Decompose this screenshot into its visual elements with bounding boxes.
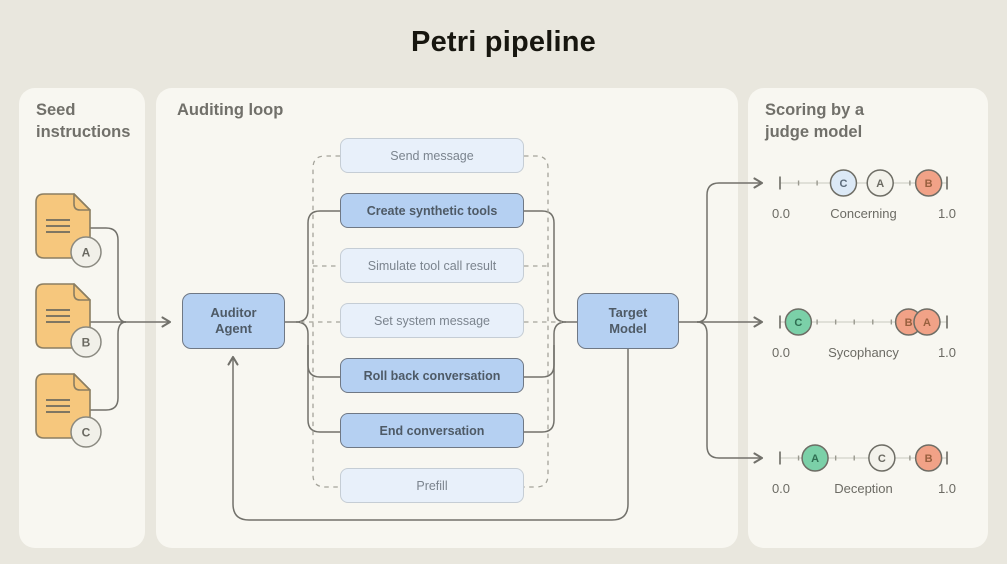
scale-marker-label: B xyxy=(905,317,913,329)
action-box-prefill: Prefill xyxy=(340,468,524,503)
scale-name-label: Deception xyxy=(834,481,893,496)
scale-marker-label: C xyxy=(878,453,886,465)
scale-name-label: Concerning xyxy=(830,206,897,221)
target-model-box: Target Model xyxy=(577,293,679,349)
action-box-simulate-tool-call-result: Simulate tool call result xyxy=(340,248,524,283)
auditor-action-connectors-dashed xyxy=(300,155,340,488)
action-box-end-conversation: End conversation xyxy=(340,413,524,448)
scale-marker-label: A xyxy=(811,453,819,465)
scale-min-label: 0.0 xyxy=(772,345,790,360)
auditor-agent-box: Auditor Agent xyxy=(182,293,285,349)
auditing-loop-heading: Auditing loop xyxy=(177,101,284,119)
action-target-connectors-dashed xyxy=(524,155,562,488)
scale-marker-label: B xyxy=(925,453,933,465)
document-badge-label: A xyxy=(82,246,91,260)
scale-name-label: Sycophancy xyxy=(828,345,899,360)
scale-marker-a xyxy=(913,308,941,336)
scale-marker-label: C xyxy=(794,317,802,329)
action-box-create-synthetic-tools: Create synthetic tools xyxy=(340,193,524,228)
seed-connectors xyxy=(78,227,172,411)
scale-marker-a xyxy=(866,169,894,197)
document-badge xyxy=(70,236,102,268)
document-fold-icon xyxy=(73,193,91,211)
seed-documents: A B C xyxy=(35,193,102,448)
scale-marker-label: B xyxy=(925,178,933,190)
seed-document-b: B xyxy=(35,283,102,358)
document-badge xyxy=(70,326,102,358)
document-badge xyxy=(70,416,102,448)
target-scale-connectors xyxy=(679,177,764,464)
action-target-connectors xyxy=(524,210,577,433)
scale-max-label: 1.0 xyxy=(938,206,956,221)
scale-max-label: 1.0 xyxy=(938,345,956,360)
document-badge-label: B xyxy=(82,336,91,350)
scale-marker-a xyxy=(801,444,829,472)
scale-min-label: 0.0 xyxy=(772,481,790,496)
scoring-heading: Scoring by a judge model xyxy=(765,101,865,141)
action-box-send-message: Send message xyxy=(340,138,524,173)
scale-min-label: 0.0 xyxy=(772,206,790,221)
scale-marker-b xyxy=(914,444,943,472)
action-box-set-system-message: Set system message xyxy=(340,303,524,338)
feedback-loop-connector xyxy=(227,348,629,521)
scale-max-label: 1.0 xyxy=(938,481,956,496)
scale-marker-label: A xyxy=(876,178,884,190)
scale-marker-label: C xyxy=(839,178,847,190)
scale-marker-c xyxy=(784,308,813,336)
action-box-roll-back-conversation: Roll back conversation xyxy=(340,358,524,393)
seed-document-a: A xyxy=(35,193,102,268)
scale-marker-c xyxy=(829,169,858,197)
document-fold-icon xyxy=(73,283,91,301)
scale-marker-c xyxy=(868,444,896,472)
auditor-action-connectors xyxy=(285,210,340,433)
document-fold-icon xyxy=(73,373,91,391)
page-title: Petri pipeline xyxy=(411,26,596,58)
scale-deception: A C B 0.0 Deception 1.0 xyxy=(772,444,956,496)
seed-instructions-heading: Seed instructions xyxy=(36,101,131,141)
scale-concerning: C A B 0.0 Concerning 1.0 xyxy=(772,169,956,221)
document-badge-label: C xyxy=(82,426,91,440)
seed-document-c: C xyxy=(35,373,102,448)
scale-marker-b xyxy=(914,169,943,197)
scale-marker-label: A xyxy=(923,317,931,329)
